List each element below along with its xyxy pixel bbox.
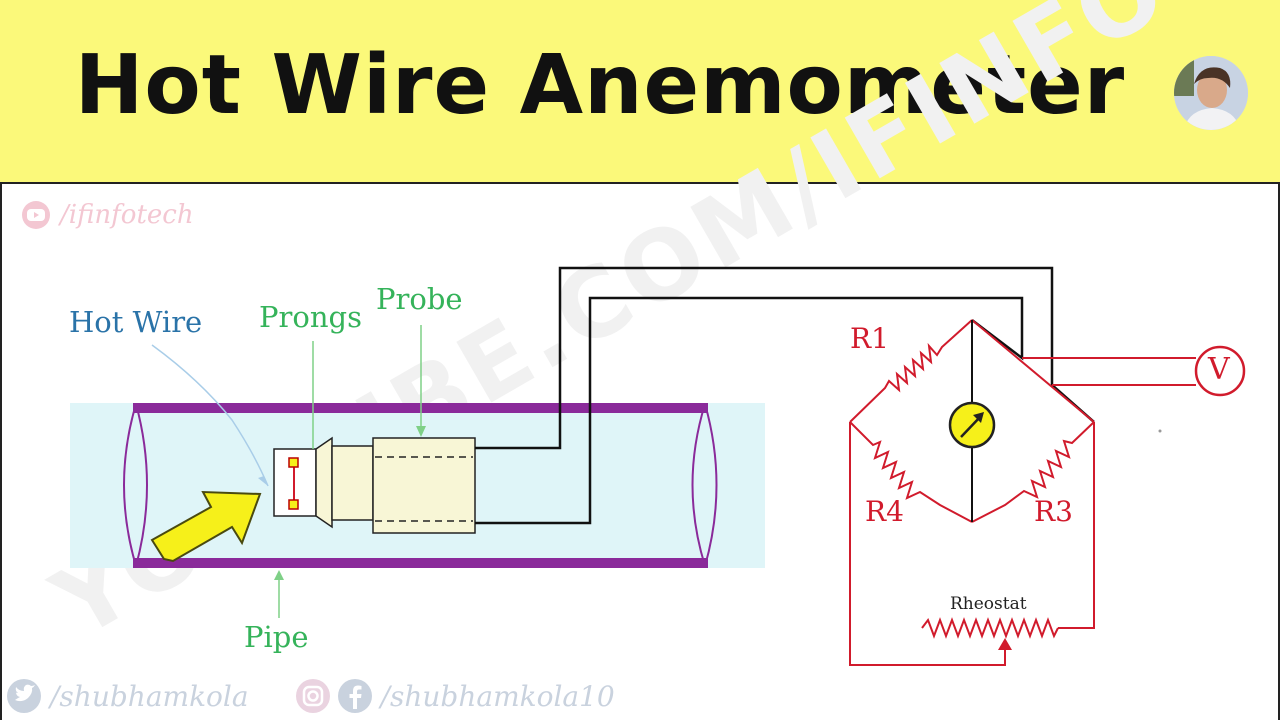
r4-label: R4 — [865, 495, 904, 528]
instagram-icon — [295, 679, 330, 713]
diagram-panel — [0, 184, 1280, 720]
pipe-label: Pipe — [244, 620, 309, 654]
channel-watermark: /ifinfotech — [18, 200, 194, 230]
facebook-icon — [337, 679, 372, 713]
twitter-handle: /shubhamkola — [50, 679, 249, 713]
rheostat-label: Rheostat — [950, 594, 1027, 614]
probe-label: Probe — [376, 282, 463, 316]
page-title: Hot Wire Anemometer — [74, 38, 1126, 133]
instagram-facebook-handle: /shubhamkola10 — [380, 679, 615, 713]
r3-label: R3 — [1034, 495, 1073, 528]
hot-wire-label: Hot Wire — [69, 305, 203, 339]
twitter-icon — [7, 679, 41, 713]
prongs-label: Prongs — [259, 300, 362, 334]
avatar — [1174, 56, 1248, 130]
channel-watermark-text: /ifinfotech — [60, 200, 194, 230]
social-handles: /shubhamkola /shubhamkola10 — [0, 676, 800, 716]
r1-label: R1 — [850, 322, 889, 355]
voltmeter-label: V — [1208, 352, 1230, 387]
youtube-icon — [22, 201, 50, 229]
title-banner: Hot Wire Anemometer — [0, 0, 1280, 184]
